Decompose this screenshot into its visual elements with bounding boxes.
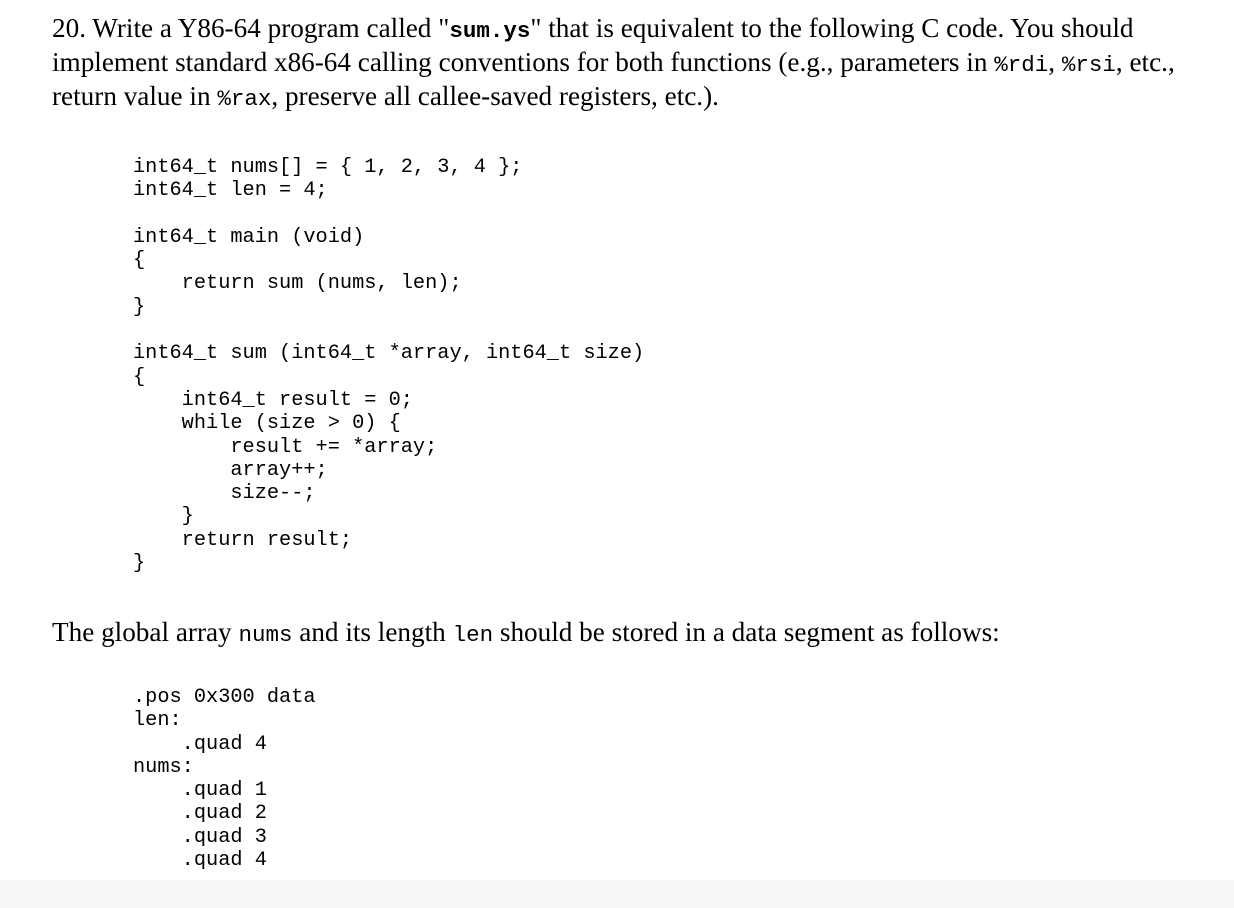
data-segment-intro: The global array nums and its length len… — [52, 617, 1212, 651]
register-rax: %rax — [217, 86, 272, 112]
var-len: len — [452, 622, 494, 648]
question-text-part-4: , etc., return value in — [52, 47, 1175, 111]
intro-text-part-2: and its length — [292, 617, 453, 647]
question-text-part-2: " that is equivalent to the following C … — [52, 13, 1134, 77]
intro-text-part-3: should be stored in a data segment as fo… — [493, 617, 1000, 647]
c-code-block: int64_t nums[] = { 1, 2, 3, 4 }; int64_t… — [133, 156, 645, 576]
question-text-part-1: 20. Write a Y86-64 program called " — [52, 13, 450, 43]
question-text-part-3: , — [1048, 47, 1062, 77]
filename-code: sum.ys — [449, 18, 531, 44]
register-rdi: %rdi — [994, 52, 1049, 78]
data-segment-code-block: .pos 0x300 data len: .quad 4 nums: .quad… — [133, 686, 316, 873]
question-text-part-5: , preserve all callee-saved registers, e… — [271, 81, 719, 111]
question-text: 20. Write a Y86-64 program called "sum.y… — [52, 13, 1212, 115]
intro-text-part-1: The global array — [52, 617, 239, 647]
register-rsi: %rsi — [1061, 52, 1116, 78]
var-nums: nums — [238, 622, 293, 648]
page-bottom-strip — [0, 880, 1234, 908]
